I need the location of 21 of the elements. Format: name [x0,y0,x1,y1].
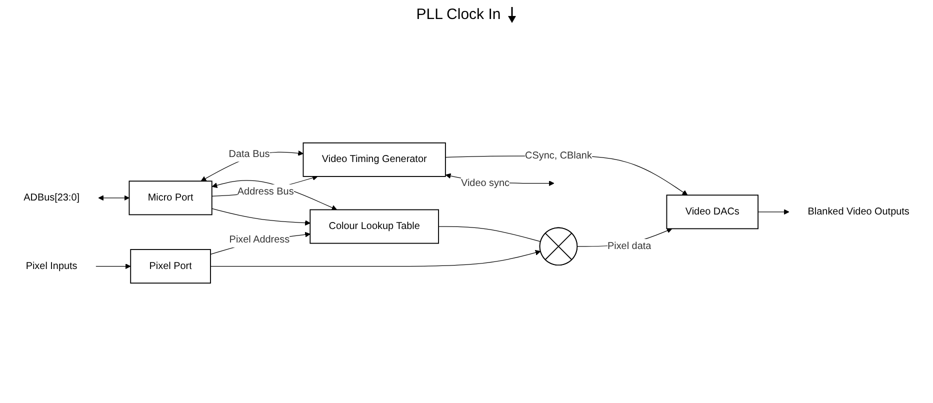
node-text: Pixel Inputs [26,260,78,272]
node-box: Pixel Port [130,249,211,284]
edge-label: Video sync [460,178,510,188]
arrow [210,250,541,267]
node-box: Video Timing Generator [302,142,446,177]
edge-label: Pixel data [607,240,652,252]
arrow [758,209,790,215]
node-text: ADBus[23:0] [24,192,80,203]
node-box: Video DACs [666,194,758,230]
signal-label: PLL Clock In [416,6,501,23]
arrow [96,264,131,270]
edge-label: Pixel Address [229,234,290,245]
arrow [212,208,310,226]
connector [438,226,541,242]
node-box: Colour Lookup Table [310,209,439,244]
edge-label: Address Bus [237,186,294,197]
edge-label: Data Bus [228,148,270,160]
node-box: Micro Port [128,180,212,216]
arrow [98,195,130,201]
edge-label: CSync, CBlank [525,150,592,161]
node-text: Blanked Video Outputs [808,206,910,217]
